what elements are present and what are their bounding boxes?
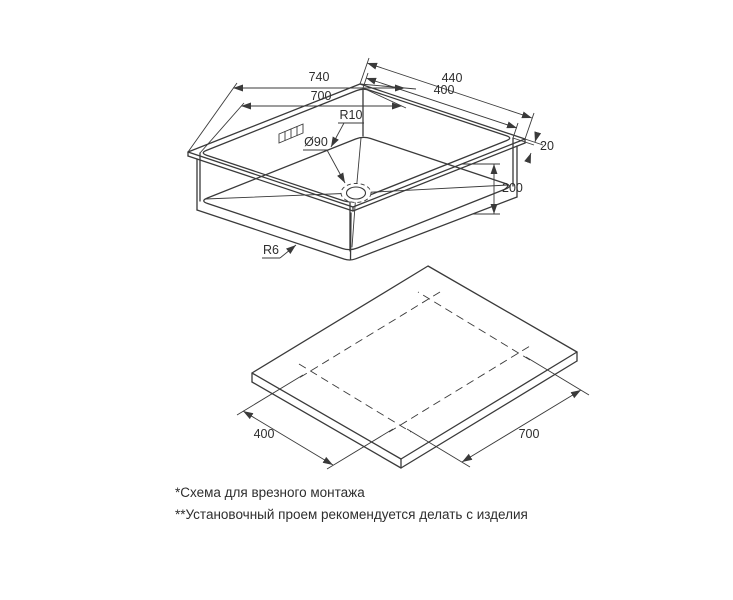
footnotes: *Схема для врезного монтажа **Установочн… <box>175 485 528 522</box>
dim-r10: R10 <box>330 108 364 148</box>
cutout-dim-400: 400 <box>236 374 394 470</box>
cutout-isometric-view: 400 700 <box>236 265 590 470</box>
bowl-wall-edges <box>199 87 514 252</box>
cutout-dim-400-label: 400 <box>254 427 275 441</box>
dim-740-label: 740 <box>309 70 330 84</box>
dim-700-label: 700 <box>311 89 332 103</box>
dim-740: 740 <box>187 70 417 153</box>
dim-drain-label: Ø90 <box>304 135 328 149</box>
sink-isometric-view: 740 700 440 400 20 <box>187 57 554 261</box>
sink-body-outline <box>196 145 518 261</box>
cutout-opening-dashed <box>298 291 531 433</box>
dim-200: 200 <box>462 163 523 215</box>
dim-200-label: 200 <box>502 181 523 195</box>
bowl-bottom-edge <box>203 136 510 251</box>
dim-drain: Ø90 <box>303 135 346 184</box>
dim-r6: R6 <box>262 243 297 259</box>
footnote-cutout-recommendation: **Установочный проем рекомендуется делат… <box>175 507 528 522</box>
cutout-dim-700-label: 700 <box>519 427 540 441</box>
overflow-grate <box>278 123 304 144</box>
dim-400-label: 400 <box>434 83 455 97</box>
footnote-mounting-scheme: *Схема для врезного монтажа <box>175 485 365 500</box>
drain-hole <box>340 183 372 203</box>
dim-r10-label: R10 <box>340 108 363 122</box>
dim-r6-label: R6 <box>263 243 279 257</box>
dim-20-label: 20 <box>540 139 554 153</box>
dim-400: 400 <box>362 72 519 139</box>
dim-20: 20 <box>512 131 554 164</box>
dim-700: 700 <box>199 87 407 154</box>
cutout-dim-700: 700 <box>406 356 590 468</box>
